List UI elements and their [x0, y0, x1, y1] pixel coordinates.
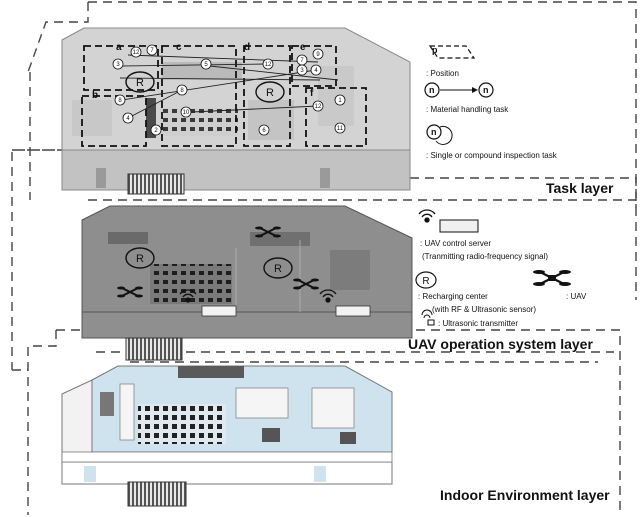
- task-marker: 12: [315, 104, 322, 110]
- uav-layer-side-face: [81, 311, 413, 339]
- zone-b-label: b: [92, 90, 98, 101]
- task-grate: [127, 173, 185, 195]
- task-marker: 11: [337, 126, 344, 132]
- position-legend-label: : Position: [426, 69, 459, 78]
- task-marker: 9: [316, 52, 320, 58]
- task-legend: p : Position n n : Material handling tas…: [424, 45, 558, 160]
- task-marker: 12: [133, 50, 140, 56]
- task-layer-frame: [27, 1, 637, 208]
- uav-desk-grid: [150, 264, 232, 304]
- uav-server-signal-icons: [179, 289, 337, 303]
- svg-text:R: R: [266, 87, 274, 99]
- task-door-left: [96, 168, 106, 188]
- task-marker: 1: [338, 98, 342, 104]
- task-markers: 12 7 3 5 12 7 9 3 4 8 8 4 2 10 12 1 6 11: [112, 44, 346, 136]
- inspection-loop-icon: [435, 125, 453, 145]
- ultrasonic-legend-label: : Ultrasonic transmitter: [438, 319, 518, 328]
- uav-server-box: [201, 305, 237, 317]
- recharge-legend-label: : Recharging center: [418, 292, 488, 301]
- uav-server-legend-sublabel: (Tranmitting radio-frequency signal): [422, 252, 548, 261]
- zone-labels: a b c d e f: [92, 42, 314, 101]
- zone-d: [243, 45, 291, 147]
- uav-legend-label: : UAV: [566, 292, 587, 301]
- uav-drone-icons: [117, 226, 319, 298]
- uav-legend: : UAV control server (Tranmitting radio-…: [415, 209, 587, 328]
- zone-c-label: c: [176, 42, 182, 53]
- zone-d-label: d: [244, 42, 250, 53]
- inspection-task-legend-label: : Single or compound inspection task: [426, 151, 558, 160]
- uav-recharge-center-left: R: [125, 247, 155, 269]
- uav-grate: [125, 337, 183, 361]
- uav-server-box: [335, 305, 371, 317]
- svg-text:R: R: [136, 77, 144, 89]
- task-layer: a b c d e f 12 7 3 5 12 7 9 3 4: [61, 27, 614, 196]
- zone-e: [291, 45, 337, 87]
- svg-text:R: R: [274, 263, 282, 275]
- uav-recharge-center-right: R: [263, 257, 293, 279]
- task-marker: 4: [314, 68, 318, 74]
- task-marker: 12: [265, 62, 272, 68]
- task-marker: 5: [204, 62, 208, 68]
- indoor-front-wall: [61, 461, 393, 485]
- svg-text:R: R: [136, 253, 144, 265]
- zone-b: [81, 95, 147, 147]
- task-marker: 10: [183, 110, 190, 116]
- task-layer-title: Task layer: [546, 180, 614, 196]
- zone-f-label: f: [310, 88, 314, 99]
- indoor-grate: [127, 481, 187, 507]
- uav-control-server-icon: [418, 209, 479, 233]
- task-marker: 8: [118, 98, 122, 104]
- ultrasonic-transmitter-icon: [421, 309, 435, 326]
- indoor-side-wall: [61, 379, 93, 463]
- indoor-desk-grid: [138, 404, 226, 444]
- position-legend-symbol: p: [432, 45, 438, 55]
- task-marker: 3: [116, 62, 120, 68]
- task-marker: 4: [126, 116, 130, 122]
- zone-a: [83, 45, 159, 91]
- svg-text:n: n: [429, 85, 435, 95]
- inspection-task-node-icon: [426, 124, 442, 140]
- zone-c: [161, 45, 237, 147]
- indoor-layer: Indoor Environment layer: [61, 365, 610, 507]
- uav-legend-drone-icon: [533, 270, 571, 286]
- recharge-legend-icon: R: [415, 271, 437, 289]
- task-marker: 6: [262, 128, 266, 134]
- task-marker: 7: [300, 58, 304, 64]
- indoor-window: [84, 466, 96, 482]
- task-marker: 8: [180, 88, 184, 94]
- uav-server-legend-label: : UAV control server: [420, 239, 491, 248]
- uav-layer-frame: [11, 149, 637, 370]
- material-task-from-node-icon: [424, 82, 440, 98]
- task-marker: 7: [150, 48, 154, 54]
- position-legend-icon: [428, 45, 476, 59]
- uav-layer-title: UAV operation system layer: [408, 336, 593, 352]
- svg-text:R: R: [422, 276, 429, 287]
- indoor-window: [314, 466, 326, 482]
- task-recharge-center-right: R: [255, 81, 285, 103]
- zone-e-label: e: [300, 42, 306, 53]
- svg-text:n: n: [431, 127, 437, 137]
- indoor-layer-title: Indoor Environment layer: [440, 487, 610, 503]
- uav-layer: R R UAV operation system layer: [81, 205, 593, 361]
- material-task-to-node-icon: [478, 82, 494, 98]
- material-task-legend-label: : Material handling task: [426, 105, 509, 114]
- task-layer-side-face: [61, 149, 411, 191]
- task-marker: 2: [154, 128, 158, 134]
- task-marker: 3: [300, 68, 304, 74]
- task-door-right: [320, 168, 330, 188]
- zone-f: [305, 87, 367, 147]
- task-zones: [81, 45, 367, 147]
- task-recharge-center-left: R: [125, 71, 155, 93]
- svg-text:n: n: [483, 85, 489, 95]
- task-desk-grid: [160, 108, 238, 136]
- uav-legend-sublabel: (with RF & Ultrasonic sensor): [432, 305, 536, 314]
- zone-a-label: a: [116, 42, 122, 53]
